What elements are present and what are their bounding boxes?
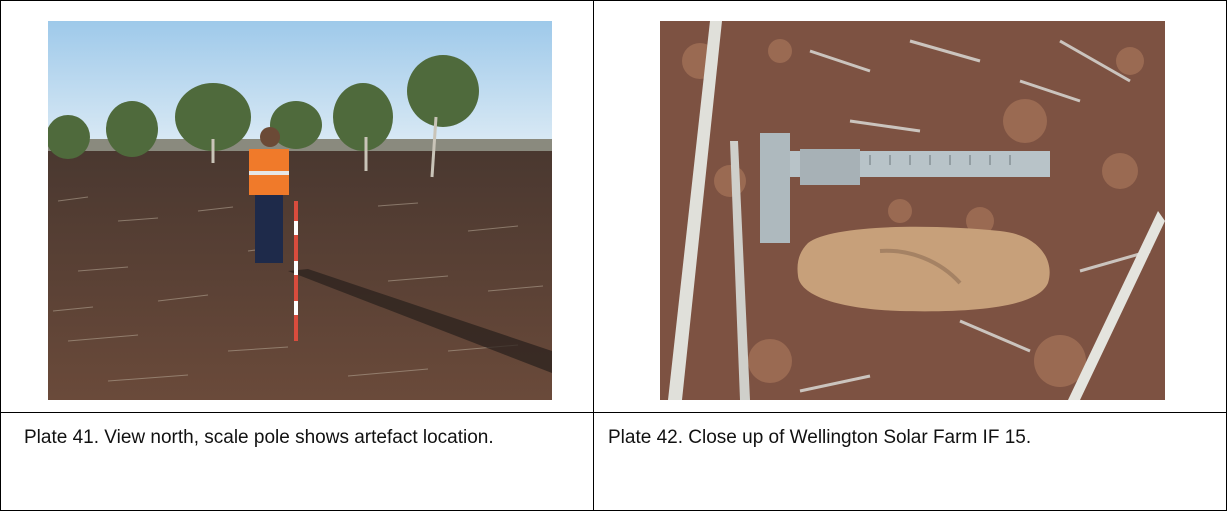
plate-42-photo (660, 21, 1165, 400)
plate-41-photo (48, 21, 552, 400)
plate-41-caption: Plate 41. View north, scale pole shows a… (24, 427, 494, 448)
table-border-top (0, 0, 1227, 1)
table-column-divider (593, 0, 594, 511)
table-row-divider (0, 412, 1227, 413)
table-border-left (0, 0, 1, 511)
plate-42-caption: Plate 42. Close up of Wellington Solar F… (608, 427, 1032, 448)
